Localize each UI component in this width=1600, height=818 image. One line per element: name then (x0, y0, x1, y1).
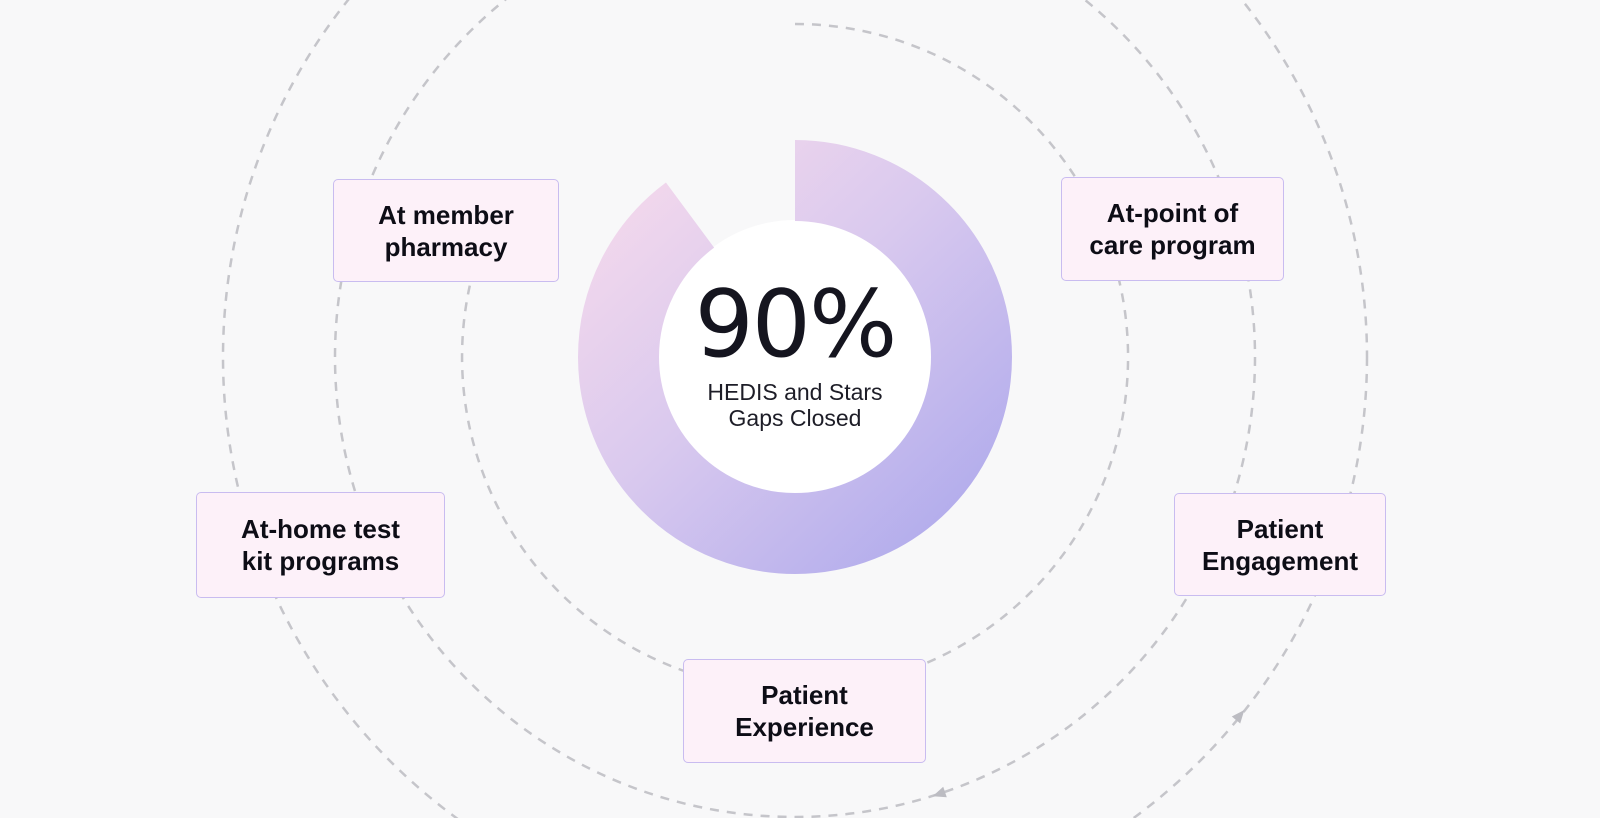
donut-center-text: 90% HEDIS and Stars Gaps Closed (645, 277, 945, 431)
orbit-middle-circle (333, 0, 1257, 818)
donut-hole (658, 220, 932, 494)
label-card-patient-experience: Patient Experience (683, 659, 926, 763)
orbit-arrow-outer-icon (1231, 710, 1245, 724)
orbit-arrow-middle-icon (932, 786, 947, 798)
label-card-at-point-of-care-program: At-point of care program (1061, 177, 1284, 281)
label-card-at-member-pharmacy: At member pharmacy (333, 179, 559, 282)
label-line: Patient (761, 680, 848, 710)
label-line: Experience (735, 712, 874, 742)
label-line: At-point of (1106, 198, 1239, 228)
label-line: At member (378, 199, 514, 230)
donut-caption-line2: Gaps Closed (728, 404, 862, 431)
label-line: kit programs (241, 546, 400, 576)
label-line: At-home test (241, 514, 400, 544)
label-line: Patient (1236, 513, 1324, 544)
orbit-outer-circle (221, 0, 1369, 818)
donut-caption: HEDIS and Stars Gaps Closed (645, 379, 945, 431)
donut-ring (578, 140, 1012, 574)
label-card-at-home-test-kit-programs: At-home test kit programs (196, 492, 445, 598)
label-line: pharmacy (384, 231, 508, 262)
label-card-patient-engagement: Patient Engagement (1174, 493, 1386, 596)
label-line: care program (1089, 230, 1256, 260)
label-line: Engagement (1201, 545, 1359, 576)
donut-caption-line1: HEDIS and Stars (707, 378, 883, 405)
percent-value: 90% (694, 269, 898, 378)
